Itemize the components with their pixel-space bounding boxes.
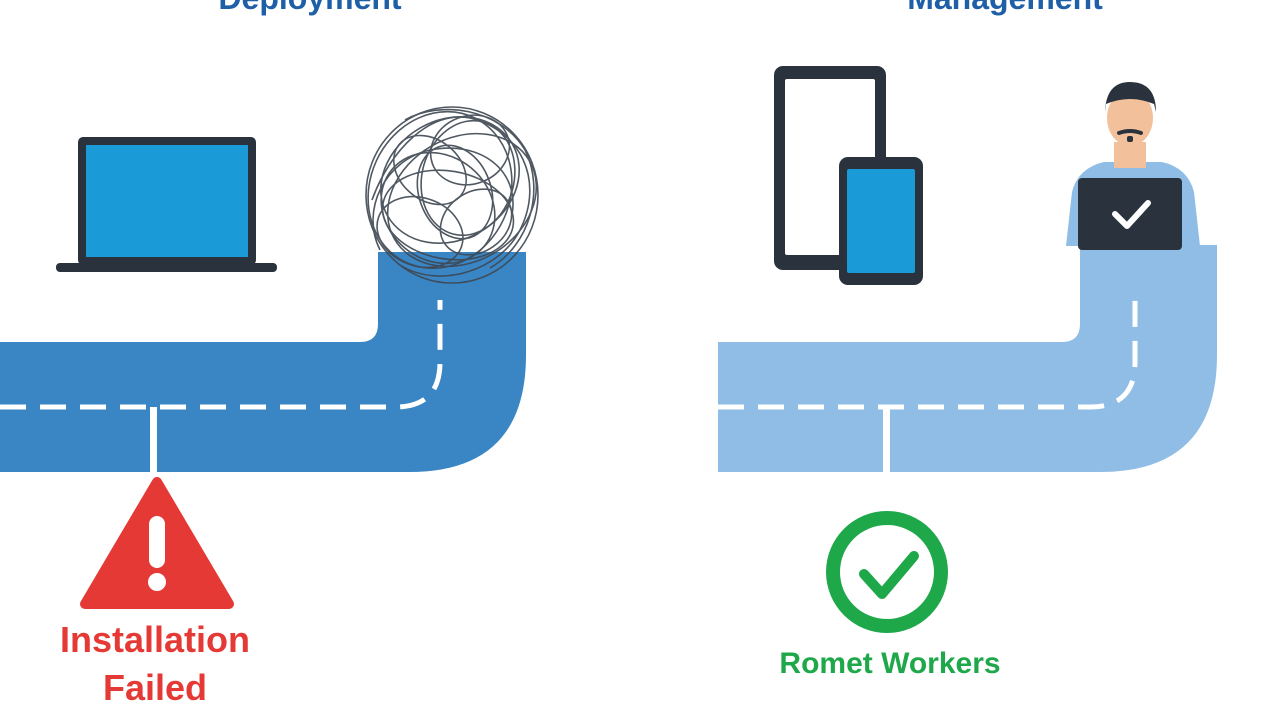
left-road-connector <box>150 407 157 472</box>
installation-failed-label: Installation Failed <box>20 616 290 712</box>
fail-label-line-1: Installation <box>59 619 251 660</box>
right-road <box>718 245 1217 472</box>
tablet-icon <box>839 157 923 285</box>
success-check-icon <box>826 511 948 633</box>
laptop-icon <box>56 137 277 272</box>
warning-triangle-icon <box>80 477 234 609</box>
tangled-wire-icon <box>365 106 539 284</box>
right-panel-heading: Management <box>845 0 1165 18</box>
right-road-connector <box>883 407 890 472</box>
left-panel-heading: Deployment <box>150 0 470 18</box>
fail-label-line-2: Failed <box>102 667 208 708</box>
left-road <box>0 252 526 472</box>
remote-workers-label: Romet Workers <box>779 647 1001 680</box>
left-road-center-line <box>0 300 443 410</box>
right-road-center-line <box>718 296 1138 410</box>
remote-worker-icon <box>1066 82 1200 250</box>
